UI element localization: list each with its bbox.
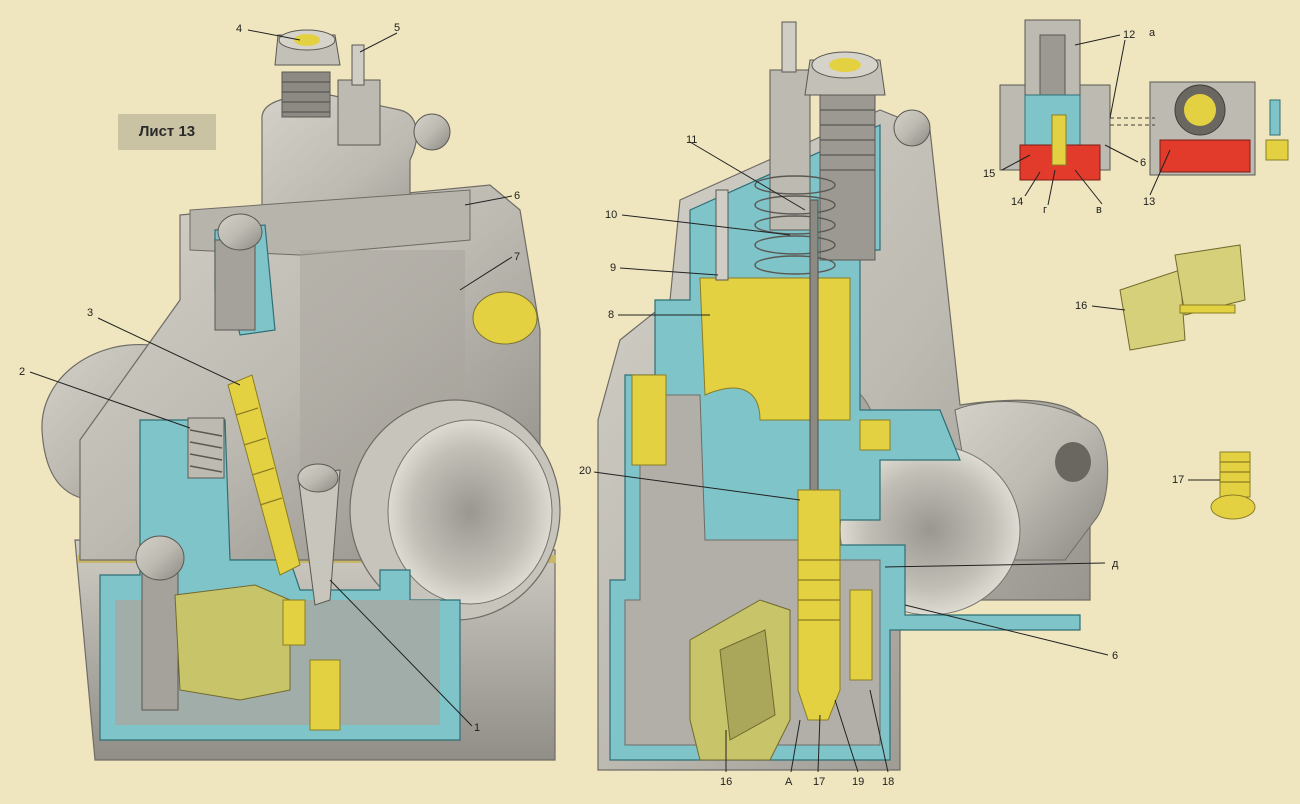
left-intake-bore-inner [387,419,553,605]
sheet-label: Лист 13 [118,114,216,150]
center-return-spring [754,175,836,275]
leader-lines [29,29,1220,773]
callout-2: 2 [19,366,26,378]
callout-17-center: 17 [813,776,826,788]
callout-15: 15 [983,168,996,180]
callout-a: а [1149,27,1156,39]
left-carburetor [41,29,561,761]
left-side-port [472,291,538,345]
left-bowl-screw-head [135,535,185,581]
left-cap-insert [294,34,320,46]
left-float [174,584,291,701]
center-stop-pin [715,189,729,281]
callout-v: в [1096,204,1102,216]
callout-17-part: 17 [1172,474,1185,486]
left-idle-spring-housing [187,417,225,479]
left-cover-screw [413,113,451,151]
left-bowl-screw [141,559,179,711]
center-float-inner [719,629,776,741]
center-cap-insert [829,58,861,72]
callout-8: 8 [608,309,615,321]
left-top-screw-head [217,213,263,251]
callout-7: 7 [514,251,521,263]
separate-jet [1210,451,1256,520]
center-jet-needle [809,199,819,501]
left-idle-needle-head [297,463,339,493]
schematic-small-jet [1269,99,1281,136]
callout-5: 5 [394,22,401,34]
callout-d: д [1112,558,1119,570]
left-main-jet [227,374,301,576]
left-choke-nut [337,79,381,146]
center-cover-screw [893,109,931,147]
schematic-small-part [1265,139,1289,161]
callout-6-schematic: 6 [1140,157,1147,169]
schematic-inset [999,19,1289,181]
left-yellow-seat [282,599,306,646]
callout-4: 4 [236,23,243,35]
center-atomizer [797,489,841,721]
separate-float [1119,244,1246,351]
left-top-screw [214,239,256,331]
schematic-tower-spring [1039,34,1066,96]
callout-16-center: 16 [720,776,733,788]
schematic-fuel-right [1159,139,1251,173]
center-rod-top [781,21,797,73]
callout-12: 12 [1123,29,1136,41]
callout-20: 20 [579,465,592,477]
left-choke-rod [351,44,365,86]
callout-11: 11 [686,134,698,146]
left-float-needle [309,659,341,731]
center-carburetor [597,21,1109,771]
callout-6-left: 6 [514,190,521,202]
center-slide-right-yellow [859,419,891,451]
callout-18: 18 [882,776,895,788]
callout-13: 13 [1143,196,1156,208]
center-slide-left-yellow [631,374,667,466]
center-flange-hole [1055,442,1091,482]
callout-3: 3 [87,307,94,319]
callout-19: 19 [852,776,865,788]
schematic-jet-left [1051,114,1067,166]
center-rod-housing [769,69,811,231]
callout-16-part: 16 [1075,300,1088,312]
left-adjust-screw-thread [281,71,331,118]
callout-14: 14 [1011,196,1024,208]
callout-g: г [1043,204,1048,216]
callout-10: 10 [605,209,618,221]
callout-A: А [785,776,793,788]
callout-6-center: 6 [1112,650,1119,662]
center-idle-jet [849,589,873,681]
callout-1: 1 [474,722,481,734]
center-cap-thread [819,89,876,261]
callout-9: 9 [610,262,617,274]
